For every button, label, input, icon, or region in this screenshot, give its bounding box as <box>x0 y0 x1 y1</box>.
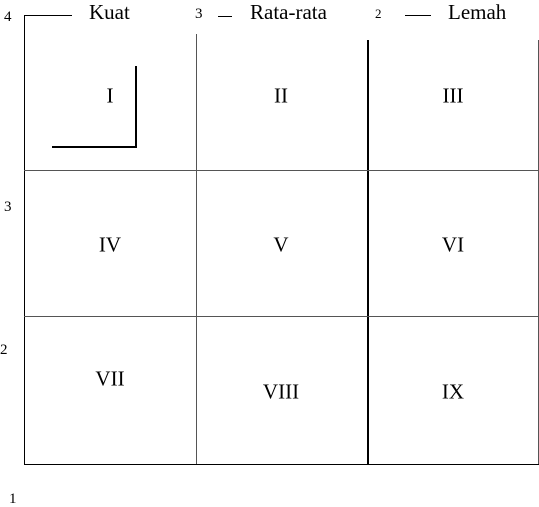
axis-number-3-left: 3 <box>4 199 12 215</box>
cell-label-i: I <box>106 83 114 108</box>
header-dash-kuat <box>24 15 72 16</box>
grid-divider-h1 <box>24 170 539 171</box>
corner-marker-icon <box>52 66 137 148</box>
column-header-lemah: Lemah <box>448 0 507 24</box>
column-header-rata-rata: Rata-rata <box>250 0 327 24</box>
cell-label-vi: VI <box>441 232 465 257</box>
cell-label-iv: IV <box>98 232 122 257</box>
cell-label-vii: VII <box>95 366 125 391</box>
axis-number-1: 1 <box>9 491 17 507</box>
grid-divider-h2 <box>24 316 539 317</box>
axis-number-3-top: 3 <box>195 6 203 22</box>
cell-label-ix: IX <box>441 379 465 404</box>
grid-divider-v2 <box>367 40 369 465</box>
column-header-kuat: Kuat <box>89 0 130 24</box>
grid-bottom-border <box>24 464 539 465</box>
cell-label-ii: II <box>274 83 288 108</box>
axis-number-2-top: 2 <box>375 6 382 21</box>
header-dash-lemah <box>405 15 431 16</box>
cell-label-viii: VIII <box>262 379 300 404</box>
grid-left-border <box>24 16 25 465</box>
cell-label-v: V <box>273 232 289 257</box>
header-dash-rata <box>218 16 232 17</box>
grid-divider-v1 <box>196 34 197 465</box>
cell-label-iii: III <box>442 83 464 108</box>
axis-number-2-left: 2 <box>0 342 8 358</box>
axis-number-4: 4 <box>4 9 12 25</box>
